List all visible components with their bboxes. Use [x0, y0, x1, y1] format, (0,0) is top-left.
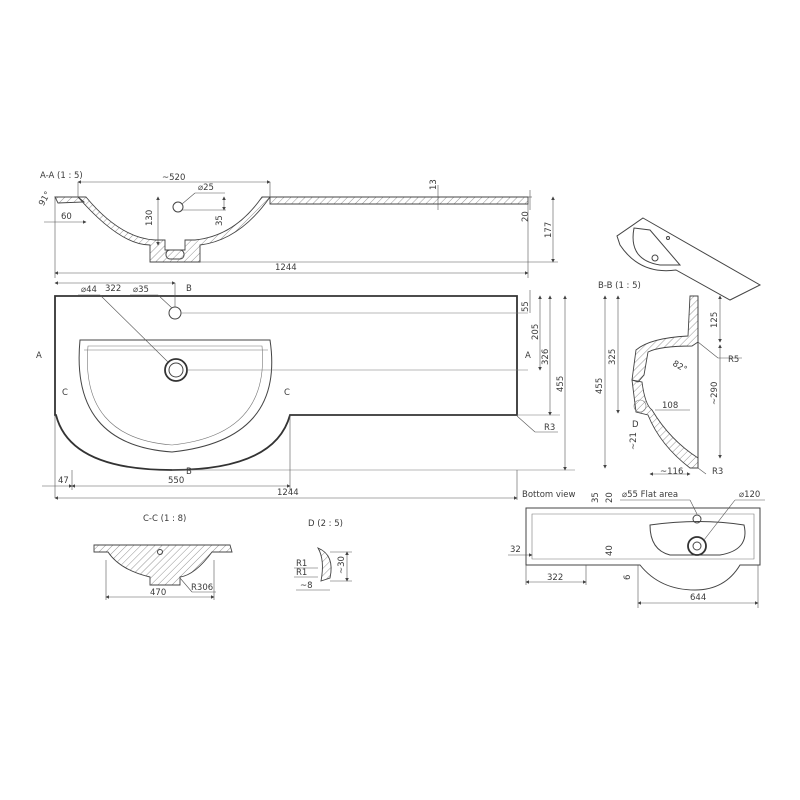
dim-to-drain: 205 [531, 324, 541, 340]
dim-height: 177 [544, 222, 554, 238]
section-marker-a-right: A [525, 351, 531, 361]
section-marker-b-bottom: B [186, 467, 192, 477]
dim-bb-lower: ~290 [710, 382, 720, 405]
isometric-view [616, 217, 762, 301]
tap-hole [168, 306, 182, 320]
dim-hole-offset: 35 [215, 215, 225, 226]
dim-left-margin: 47 [58, 476, 69, 486]
dim-rim: 20 [521, 211, 531, 222]
dim-length: 1244 [275, 263, 297, 273]
section-marker-a-left: A [36, 351, 42, 361]
bottom-view: Bottom view 35 20 ⌀55 Flat area ⌀120 32 … [508, 490, 765, 608]
dim-d-r1a: R1 [296, 559, 307, 569]
bottom-drain [687, 536, 707, 556]
section-bb-title: B-B (1 : 5) [598, 281, 641, 291]
angle-label: 91° [37, 190, 53, 208]
section-aa-title: A-A (1 : 5) [40, 171, 83, 181]
dim-tap-depth: 55 [521, 301, 531, 312]
bottom-outline [525, 507, 761, 591]
bowl-outline [78, 339, 273, 453]
dim-bv-drain: ⌀120 [739, 490, 760, 500]
dim-d-r1b: R1 [296, 568, 307, 578]
dim-top-offset: 322 [105, 284, 121, 294]
cc-profile [93, 544, 233, 586]
dim-bv-offset: 322 [547, 573, 563, 583]
countertop-outline [54, 295, 518, 471]
dim-slab-thickness: 13 [429, 179, 439, 190]
dim-bb-bottom: ~116 [660, 467, 683, 477]
hole-circle [172, 201, 184, 213]
dim-drain-diameter: ⌀44 [81, 285, 97, 295]
section-cc-view: C-C (1 : 8) 470 R306 [93, 514, 233, 600]
iso-outline [616, 217, 762, 301]
drain-ring [164, 358, 188, 382]
detail-marker-d: D [632, 420, 639, 430]
dim-bv-left: 32 [510, 545, 521, 555]
dim-top-length: 1244 [277, 488, 299, 498]
dim-cc-width: 470 [150, 588, 166, 598]
section-aa-view: A-A (1 : 5) 91° ~520 ⌀25 130 35 60 13 20… [37, 171, 558, 278]
section-marker-b-top: B [186, 284, 192, 294]
dim-hole-diameter: ⌀25 [198, 183, 214, 193]
section-bb-view: B-B (1 : 5) D 455 325 125 82° R5 ~290 10… [595, 281, 742, 477]
detail-d-profile [316, 547, 332, 582]
bottom-tap-flat-area [692, 514, 702, 524]
dim-tap-diameter: ⌀35 [133, 285, 149, 295]
dim-bb-upper: 325 [608, 349, 618, 365]
dim-radius: R3 [544, 423, 555, 433]
bottom-view-title: Bottom view [522, 490, 576, 500]
dim-bb-total: 455 [595, 378, 605, 394]
dim-bv-6: 6 [623, 575, 633, 580]
dim-bv-35: 35 [591, 492, 601, 503]
dim-bv-basin-width: 644 [690, 593, 706, 603]
dim-bb-inner: 108 [662, 401, 678, 411]
dim-depth-bowl: 326 [541, 349, 551, 365]
dim-total-depth: 455 [556, 376, 566, 392]
dim-d-height: ~30 [337, 556, 347, 574]
bottom-inner [531, 513, 755, 560]
dim-bowl-width: ~520 [162, 173, 185, 183]
drain-outlet [165, 249, 185, 260]
slab-right [269, 196, 529, 205]
drain-hole [168, 362, 184, 378]
dim-edge: 60 [61, 212, 72, 222]
top-view: 322 ⌀44 ⌀35 B A A C C B 55 205 326 455 R… [36, 281, 575, 500]
dim-bv-flat-area: ⌀55 Flat area [622, 490, 678, 500]
dim-d-width: ~8 [300, 581, 313, 591]
section-marker-c-right: C [284, 388, 290, 398]
bb-lower-profile [631, 379, 699, 469]
dim-bv-40: 40 [605, 545, 615, 556]
section-marker-c-left: C [62, 388, 68, 398]
dim-bb-top: 125 [710, 312, 720, 328]
dim-bv-20: 20 [605, 492, 615, 503]
dim-depth: 130 [145, 210, 155, 226]
bb-upper-profile [631, 295, 699, 383]
dim-cc-radius: R306 [191, 583, 213, 593]
dim-bb-angle: 82° [671, 359, 689, 375]
iso-bowl [632, 227, 682, 266]
detail-d-title: D (2 : 5) [308, 519, 343, 529]
bowl-inner [87, 345, 263, 446]
dim-top-bowl-width: 550 [168, 476, 184, 486]
section-cc-title: C-C (1 : 8) [143, 514, 186, 524]
detail-d-view: D (2 : 5) ~30 R1 R1 ~8 [294, 519, 352, 591]
dim-bb-radius-bottom: R3 [712, 467, 723, 477]
bowl-section [77, 196, 271, 263]
dim-bb-radius-top: R5 [728, 355, 739, 365]
dim-bb-offset: ~21 [629, 432, 639, 450]
